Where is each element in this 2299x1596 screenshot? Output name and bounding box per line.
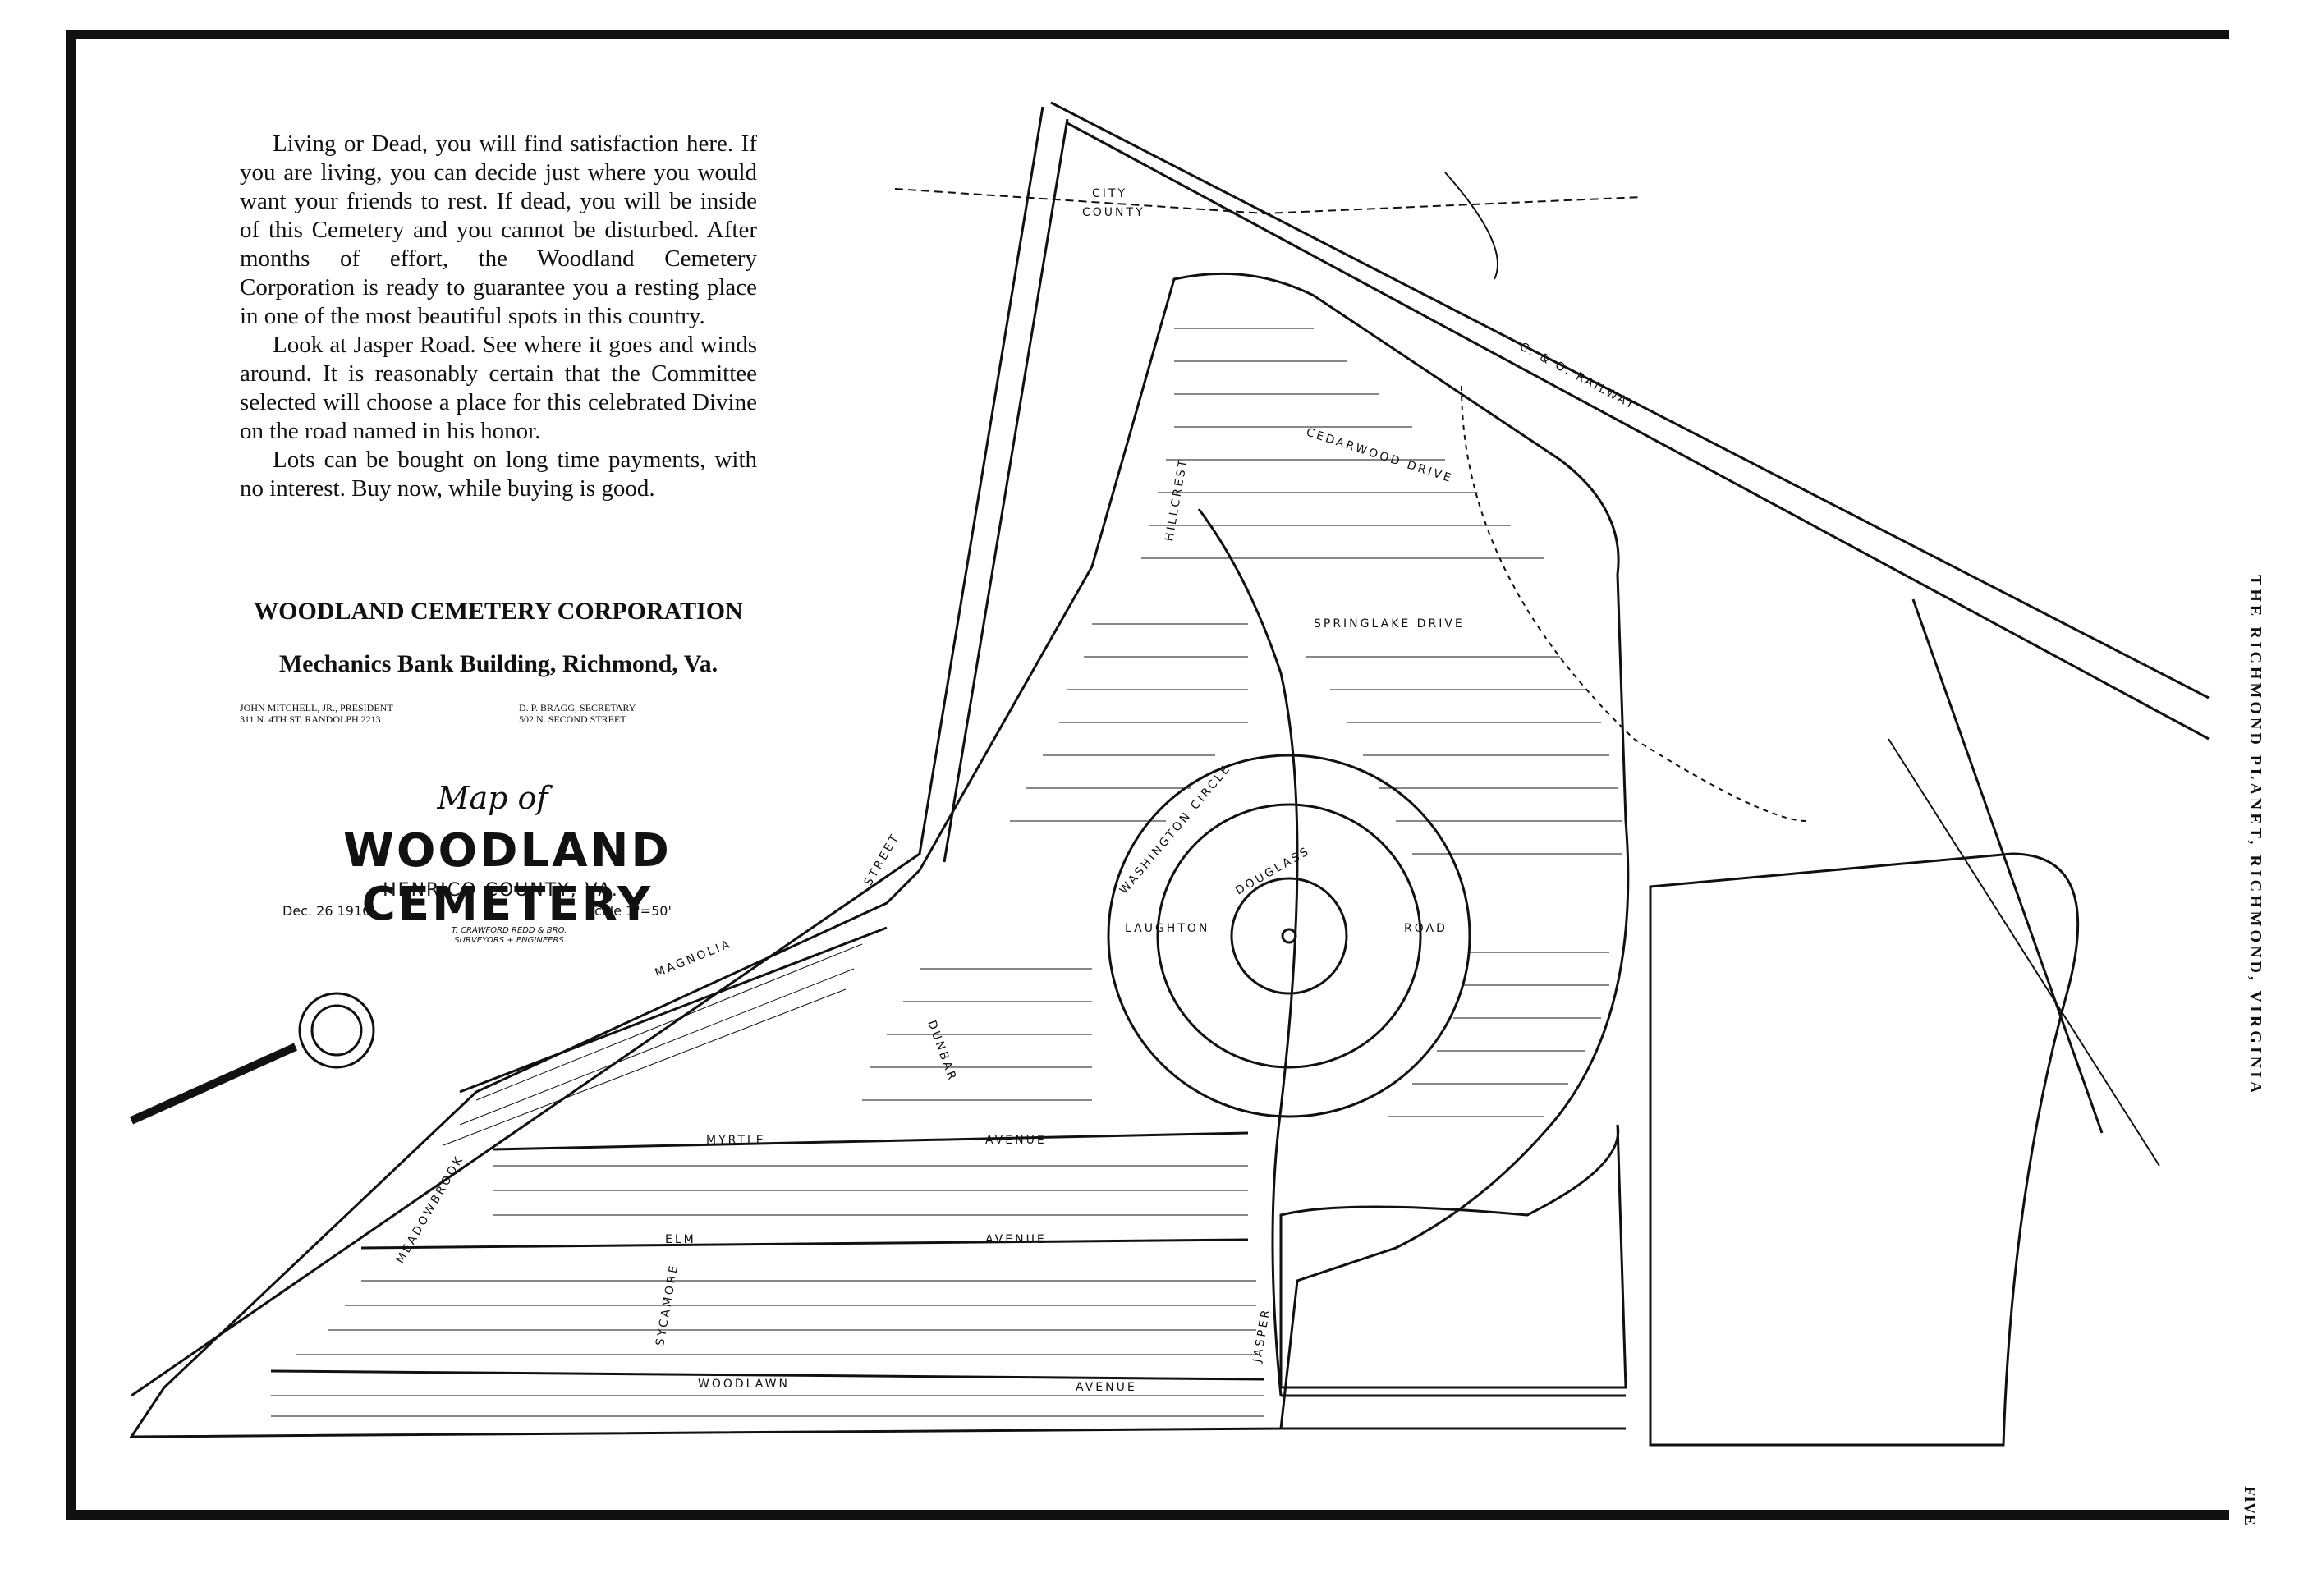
road-label-woodlawn-avenue: AVENUE	[1076, 1381, 1137, 1394]
road-label-magnolia: MAGNOLIA	[654, 938, 734, 980]
compass-needle	[129, 1043, 298, 1125]
jasper-road-line	[1197, 508, 1299, 1396]
road-label-elm-avenue: AVENUE	[985, 1233, 1047, 1246]
road-label-woodlawn: WOODLAWN	[698, 1378, 790, 1391]
douglass-circle	[1230, 877, 1348, 995]
officer-secretary-address: 502 N. SECOND STREET	[519, 713, 626, 725]
officer-president-address: 311 N. 4TH ST. RANDOLPH 2213	[240, 713, 381, 725]
myrtle-avenue-line	[492, 1131, 1249, 1151]
city-county-line	[894, 188, 1643, 215]
ad-paragraph-3: Lots can be bought on long time payments…	[240, 447, 757, 502]
road-label-myrtle: MYRTLE	[706, 1134, 766, 1147]
map-date: Dec. 26 1916	[282, 903, 371, 919]
surveyor-role: SURVEYORS + ENGINEERS	[454, 936, 564, 945]
compass-inner	[310, 1004, 363, 1057]
road-label-sycamore: SYCAMORE	[654, 1263, 681, 1347]
officer-secretary: D. P. BRAGG, SECRETARY 502 N. SECOND STR…	[519, 702, 757, 725]
open-field	[1649, 852, 2080, 1447]
surveyor-credit: T. CRAWFORD REDD & BRO. SURVEYORS + ENGI…	[427, 926, 591, 946]
magnolia-street-line	[459, 926, 888, 1094]
officers-block: JOHN MITCHELL, JR., PRESIDENT 311 N. 4TH…	[240, 702, 757, 725]
woodlawn-avenue-line	[270, 1369, 1265, 1381]
road-label-cedarwood: CEDARWOOD DRIVE	[1305, 426, 1455, 486]
road-label-meadowbrook: MEADOWBROOK	[394, 1153, 467, 1266]
label-county: COUNTY	[1082, 206, 1145, 219]
ad-paragraph-1: Living or Dead, you will find satisfacti…	[240, 131, 757, 329]
road-label-myrtle-avenue: AVENUE	[985, 1134, 1047, 1147]
circle-center	[1281, 928, 1297, 944]
railway-line-2	[1067, 122, 2210, 741]
road-label-laughton-road: ROAD	[1404, 922, 1448, 935]
map-county: HENRICO COUNTY, VA.	[383, 880, 619, 901]
officer-president-name: JOHN MITCHELL, JR., PRESIDENT	[240, 702, 393, 713]
corporation-name: WOODLAND CEMETERY CORPORATION	[254, 598, 743, 625]
arrow-road	[1444, 172, 1498, 280]
outer-road-left	[131, 106, 1044, 1397]
corporation-address: Mechanics Bank Building, Richmond, Va.	[278, 650, 718, 677]
lower-field	[1279, 1124, 1627, 1389]
railway-line-3	[1911, 598, 2104, 1134]
map-of-label: Map of	[437, 780, 548, 816]
surveyor-name: T. CRAWFORD REDD & BRO.	[451, 926, 567, 935]
road-label-hillcrest: HILLCREST	[1163, 456, 1191, 542]
page-number: FIVE	[2241, 1486, 2259, 1525]
washington-circle	[1107, 754, 1471, 1118]
page-border	[66, 30, 2229, 1520]
cemetery-outline	[129, 272, 1630, 1438]
laughton-circle	[1156, 803, 1422, 1069]
officer-secretary-name: D. P. BRAGG, SECRETARY	[519, 702, 636, 713]
outer-road-left-2	[943, 118, 1069, 863]
map-title: WOODLAND CEMETERY	[343, 824, 672, 931]
creek-dashed	[1461, 385, 1807, 822]
railway-line-1	[1050, 101, 2210, 699]
road-label-laughton: LAUGHTON	[1125, 922, 1209, 935]
road-label-springlake: SPRINGLAKE DRIVE	[1314, 617, 1465, 631]
road-label-washington-circle: WASHINGTON CIRCLE	[1117, 762, 1234, 897]
lot-grid	[271, 328, 1622, 1417]
compass-outer	[298, 992, 375, 1069]
road-label-jasper: JASPER	[1250, 1307, 1273, 1364]
officer-president: JOHN MITCHELL, JR., PRESIDENT 311 N. 4TH…	[240, 702, 478, 725]
ad-paragraph-2: Look at Jasper Road. See where it goes a…	[240, 332, 757, 444]
elm-avenue-line	[360, 1238, 1249, 1250]
advertisement-text: Living or Dead, you will find satisfacti…	[240, 130, 757, 503]
map-scale: Scale 1"=50'	[586, 903, 672, 919]
newspaper-masthead-strip: THE RICHMOND PLANET, RICHMOND, VIRGINIA	[2246, 575, 2265, 1097]
road-label-elm: ELM	[665, 1233, 696, 1246]
road-label-dunbar: DUNBAR	[925, 1019, 959, 1084]
label-city: CITY	[1092, 187, 1127, 200]
railroad-spur	[1888, 738, 2160, 1167]
road-label-douglass: DOUGLASS	[1233, 844, 1313, 897]
